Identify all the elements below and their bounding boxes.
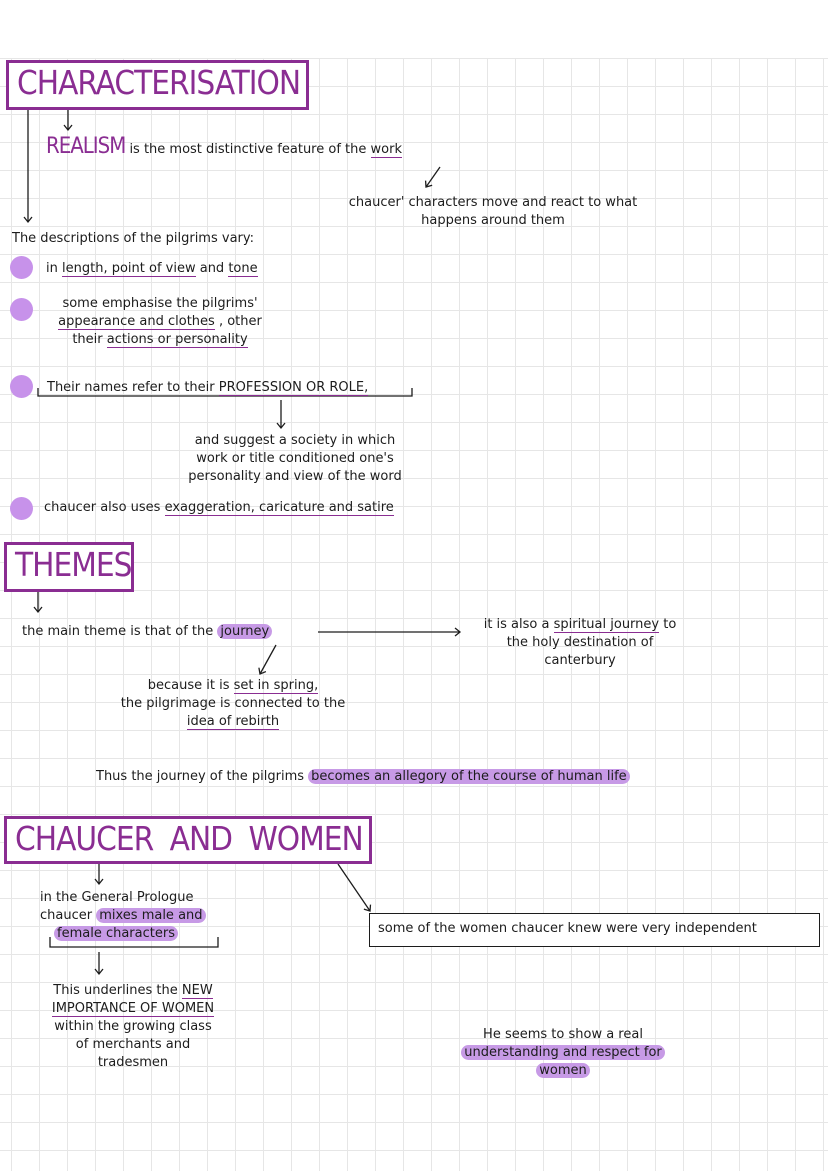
main-theme: the main theme is that of the journey xyxy=(22,623,273,641)
allegory-pre: Thus the journey of the pilgrims xyxy=(96,769,309,784)
respect-women: women xyxy=(536,1063,590,1078)
descriptions-vary: The descriptions of the pilgrims vary: xyxy=(12,231,255,246)
b1-and: and xyxy=(195,261,229,276)
bullet-1 xyxy=(10,256,33,279)
spring-note: because it is set in spring, the pilgrim… xyxy=(100,677,366,731)
arrow-to-independent xyxy=(337,863,372,912)
bullet-2 xyxy=(10,298,33,321)
b3-pre: Their names refer to their xyxy=(47,380,219,395)
prologue-chaucer: chaucer xyxy=(40,908,97,923)
realism-text: is the most distinctive feature of the xyxy=(129,142,367,157)
b2-line-1: some emphasise the pilgrims' xyxy=(62,296,258,311)
society-line-2: work or title conditioned one's xyxy=(196,451,394,466)
spring-line-1: because it is set in spring, xyxy=(100,677,366,695)
spiritual-to: to xyxy=(659,617,677,632)
spiritual-pre: it is also a xyxy=(483,617,554,632)
spiritual-line-3: canterbury xyxy=(544,653,616,668)
prologue-line-1: in the General Prologue xyxy=(40,890,194,905)
underlines-note: This underlines the NEW IMPORTANCE OF WO… xyxy=(30,982,236,1072)
spring-set-in-spring: set in spring, xyxy=(233,678,319,694)
b4-exaggeration: exaggeration, caricature and satire xyxy=(164,500,394,516)
respect-line-1: He seems to show a real xyxy=(483,1027,643,1042)
top-margin xyxy=(0,0,828,58)
b4-pre: chaucer also uses xyxy=(44,500,165,515)
spring-rebirth: idea of rebirth xyxy=(186,714,280,730)
bullet-4-text: chaucer also uses exaggeration, caricatu… xyxy=(44,499,394,517)
underlines-line-3: within the growing class xyxy=(54,1019,212,1034)
bracket-profession xyxy=(37,388,413,397)
heading-themes: THEMES xyxy=(4,542,134,592)
react-line-2: happens around them xyxy=(421,213,565,228)
bullet-3 xyxy=(10,375,33,398)
respect-understanding: understanding and respect for xyxy=(461,1045,665,1060)
main-theme-journey: journey xyxy=(217,624,273,639)
society-line-1: and suggest a society in which xyxy=(194,433,396,448)
b1-point-of-view: , point of view xyxy=(103,261,196,277)
society-note: and suggest a society in which work or t… xyxy=(160,432,430,486)
spiritual-line-1: it is also a spiritual journey to xyxy=(462,616,698,634)
b3-profession: PROFESSION OR ROLE, xyxy=(218,380,369,396)
realism-work: work xyxy=(370,142,402,158)
heading-characterisation: CHARACTERISATION xyxy=(6,60,309,110)
spiritual-note: it is also a spiritual journey to the ho… xyxy=(462,616,698,670)
b2-their: their xyxy=(72,332,107,347)
bullet-4 xyxy=(10,497,33,520)
underlines-line-5: tradesmen xyxy=(97,1055,169,1070)
b2-line-2: appearance and clothes , other xyxy=(36,313,284,331)
react-line-1: chaucer' characters move and react to wh… xyxy=(348,195,638,210)
underlines-line-1: This underlines the NEW xyxy=(30,982,236,1000)
allegory-highlight: becomes an allegory of the course of hum… xyxy=(308,769,630,784)
independent-box: some of the women chaucer knew were very… xyxy=(369,913,820,947)
realism-keyword: REALISM xyxy=(46,134,126,159)
prologue-note: in the General Prologue chaucer mixes ma… xyxy=(40,889,206,943)
respect-note: He seems to show a real understanding an… xyxy=(430,1026,696,1080)
b1-pre: in xyxy=(46,261,58,276)
b2-other: , other xyxy=(214,314,262,329)
spiritual-journey: spiritual journey xyxy=(553,617,660,633)
bullet-2-text: some emphasise the pilgrims' appearance … xyxy=(36,295,284,349)
underlines-new: NEW xyxy=(181,983,213,999)
spring-line-2: the pilgrimage is connected to the xyxy=(120,696,346,711)
react-note: chaucer' characters move and react to wh… xyxy=(320,194,666,230)
respect-line-3: women xyxy=(430,1062,696,1080)
underlines-importance: IMPORTANCE OF WOMEN xyxy=(51,1001,215,1017)
underlines-pre: This underlines the xyxy=(53,983,182,998)
prologue-mixes: mixes male and xyxy=(96,908,206,923)
bullet-1-text: in length, point of view and tone xyxy=(46,260,258,278)
b2-actions: actions or personality xyxy=(106,332,248,348)
b2-appearance: appearance and clothes xyxy=(58,314,215,330)
allegory-line: Thus the journey of the pilgrims becomes… xyxy=(96,768,630,786)
arrow-journey-to-spring xyxy=(258,644,277,675)
prologue-female: female characters xyxy=(54,926,178,941)
underlines-line-2: IMPORTANCE OF WOMEN xyxy=(30,1000,236,1018)
bullet-3-text: Their names refer to their PROFESSION OR… xyxy=(47,379,369,397)
spring-pre: because it is xyxy=(147,678,234,693)
b1-length: length xyxy=(62,261,104,277)
respect-line-2: understanding and respect for xyxy=(430,1044,696,1062)
b1-tone: tone xyxy=(228,261,258,277)
spring-line-3: idea of rebirth xyxy=(100,713,366,731)
b2-line-3: their actions or personality xyxy=(36,331,284,349)
spiritual-line-2: the holy destination of xyxy=(506,635,654,650)
society-line-3: personality and view of the word xyxy=(188,469,402,484)
heading-chaucer-and-women: CHAUCER AND WOMEN xyxy=(4,816,372,864)
main-theme-text: the main theme is that of the xyxy=(22,624,218,639)
prologue-line-3: female characters xyxy=(40,925,206,943)
realism-line: REALISM is the most distinctive feature … xyxy=(46,136,402,159)
underlines-line-4: of merchants and xyxy=(75,1037,191,1052)
prologue-line-2: chaucer mixes male and xyxy=(40,907,206,925)
bracket-mixes xyxy=(49,937,219,948)
arrow-work-to-react xyxy=(424,166,441,188)
